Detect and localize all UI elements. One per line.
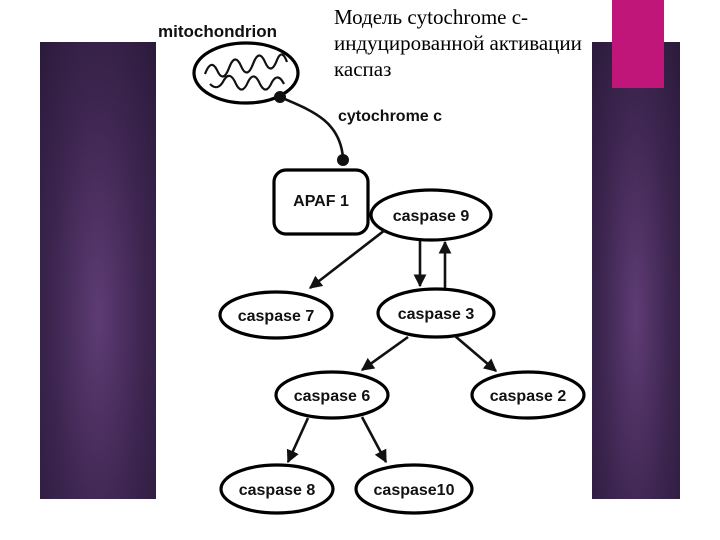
caspase7-node: caspase 7 [218, 290, 334, 340]
caspase9-node: caspase 9 [369, 188, 493, 242]
arrow-casp3-to-casp6 [360, 335, 409, 372]
caspase7-label: caspase 7 [238, 308, 315, 325]
apaf1-label: APAF 1 [293, 193, 349, 210]
right-decor-panel [592, 42, 680, 499]
left-decor-panel [40, 42, 156, 499]
cytochrome-binding-dot [337, 154, 349, 166]
caspase6-node: caspase 6 [274, 370, 390, 420]
caspase3-node: caspase 3 [376, 287, 496, 339]
arrow-casp6-to-casp10 [360, 416, 388, 464]
accent-bar [612, 0, 664, 88]
caspase8-label: caspase 8 [239, 482, 316, 499]
caspase6-label: caspase 6 [294, 388, 371, 405]
mitochondrion-shape [192, 41, 300, 105]
arrow-casp6-to-casp8 [286, 417, 310, 464]
apaf1-node: APAF 1 [272, 168, 370, 236]
cytochrome-path [279, 95, 345, 159]
caspase3-label: caspase 3 [398, 306, 475, 323]
arrow-casp9-to-casp7 [308, 228, 386, 290]
cytochrome-c-label: cytochrome c [338, 108, 442, 125]
caspase10-node: caspase10 [354, 463, 474, 515]
caspase8-node: caspase 8 [219, 463, 335, 515]
caspase2-label: caspase 2 [490, 388, 567, 405]
caspase9-label: caspase 9 [393, 208, 470, 225]
mitochondrion-label: mitochondrion [158, 22, 277, 41]
caspase10-label: caspase10 [374, 482, 455, 499]
caspase2-node: caspase 2 [470, 370, 586, 420]
slide-title: Модель cytochrome c-индуцированной актив… [334, 5, 582, 81]
arrow-casp3-to-casp2 [454, 335, 497, 372]
